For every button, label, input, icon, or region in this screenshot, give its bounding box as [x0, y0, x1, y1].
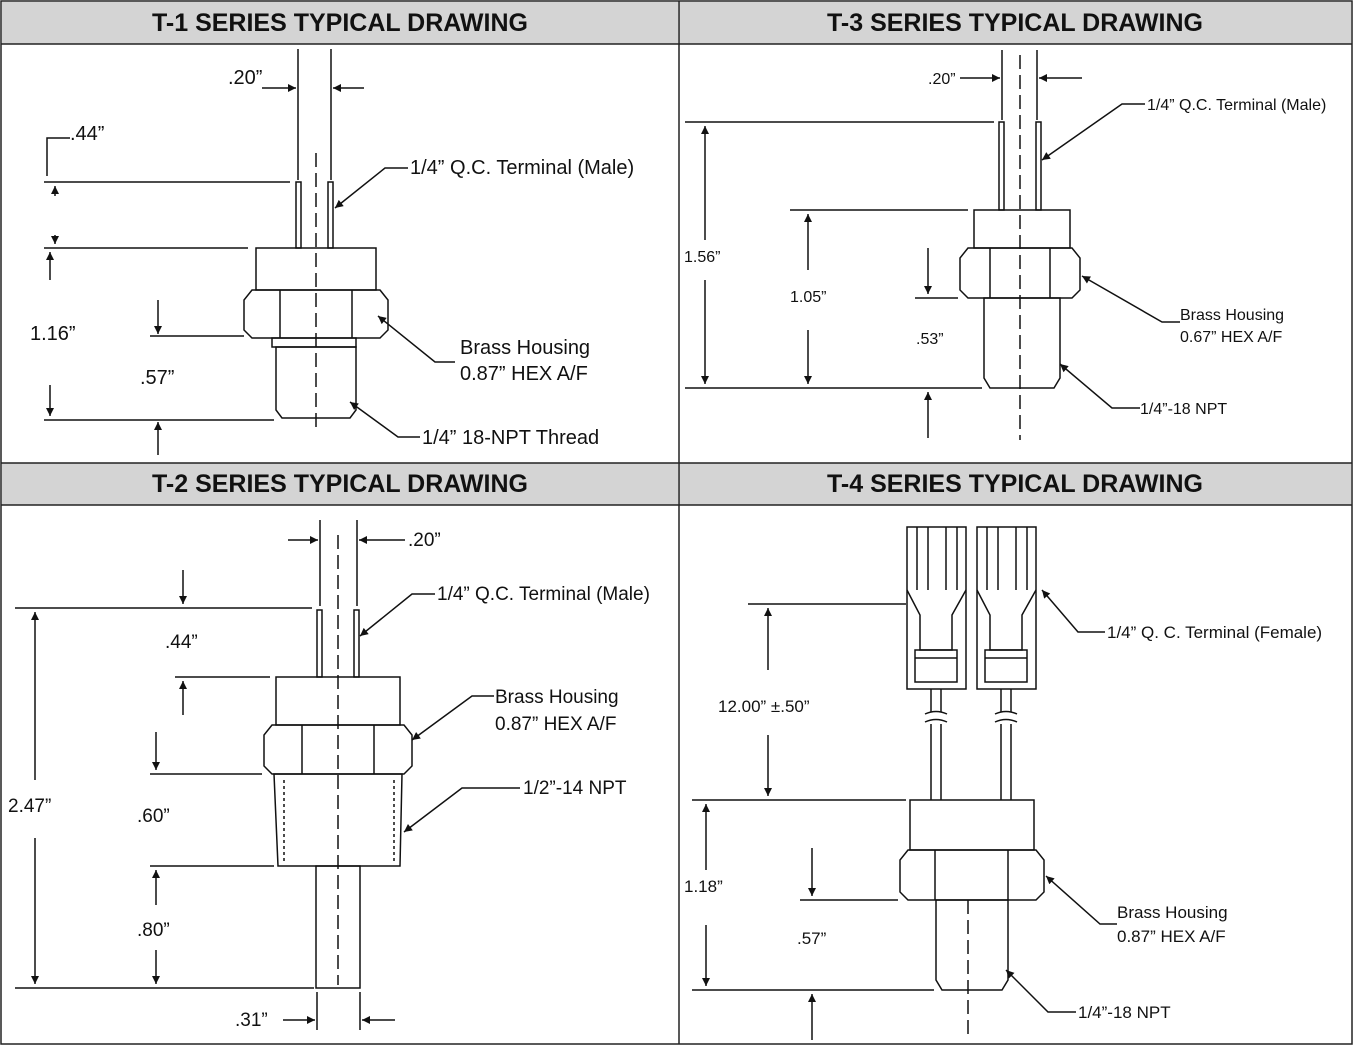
t4-drawing — [692, 526, 1117, 1040]
t1-pin-right — [327, 181, 334, 249]
t3-housing-label-2: 0.67” HEX A/F — [1180, 329, 1282, 346]
t3-pin-gap-label: .20” — [928, 71, 956, 88]
t3-thread-label: 1/4”-18 NPT — [1140, 401, 1227, 418]
t3-housing-label-1: Brass Housing — [1180, 307, 1284, 324]
t1-labels: .20” .44” 1.16” .57” 1/4” Q.C. Terminal … — [30, 67, 634, 449]
t1-drawing — [44, 49, 455, 455]
t4-panel-title: T-4 SERIES TYPICAL DRAWING — [679, 463, 1351, 505]
t4-housing-label-1: Brass Housing — [1117, 903, 1228, 922]
t3-thread-length-label: .53” — [916, 331, 944, 348]
t4-thread — [935, 899, 1009, 991]
t2-terminal-label: 1/4” Q.C. Terminal (Male) — [437, 584, 650, 605]
t1-pin-left — [295, 181, 302, 249]
t4-labels: 1/4” Q. C. Terminal (Female) 12.00” ±.50… — [684, 623, 1322, 1022]
t1-panel-title: T-1 SERIES TYPICAL DRAWING — [2, 2, 678, 44]
t1-housing-label-1: Brass Housing — [460, 337, 590, 359]
t1-terminal-label: 1/4” Q.C. Terminal (Male) — [410, 157, 634, 179]
t4-thread-length-label: .57” — [797, 929, 827, 948]
t3-hex-nut — [959, 247, 1081, 299]
t3-body-label: 1.05” — [790, 289, 826, 306]
t2-housing-label-2: 0.87” HEX A/F — [495, 714, 616, 735]
t4-terminal-right — [976, 526, 1037, 690]
t3-thread — [983, 297, 1061, 389]
t4-overall-label: 1.18” — [684, 877, 723, 896]
t1-pin-gap-label: .20” — [228, 67, 262, 89]
t1-pin-length-label: .44” — [70, 123, 104, 145]
t2-labels: .20” 1/4” Q.C. Terminal (Male) .44” Bras… — [8, 530, 650, 1031]
t4-lead-wires — [924, 689, 1018, 800]
t3-overall-label: 1.56” — [684, 249, 720, 266]
t4-hex-nut — [899, 849, 1045, 901]
t2-housing-label-1: Brass Housing — [495, 687, 619, 708]
t4-terminal-left — [906, 526, 967, 690]
t2-pin-length-label: .44” — [165, 632, 198, 653]
t2-probe-length-label: .80” — [137, 920, 170, 941]
t3-labels: .20” 1/4” Q.C. Terminal (Male) 1.56” 1.0… — [684, 71, 1326, 418]
t2-thread-length-label: .60” — [137, 806, 170, 827]
t2-panel-title: T-2 SERIES TYPICAL DRAWING — [2, 463, 678, 505]
t2-pin-right — [353, 609, 360, 678]
t4-body — [909, 799, 1035, 851]
t2-probe — [315, 865, 361, 989]
t4-lead-label: 12.00” ±.50” — [718, 697, 810, 716]
t2-hex-nut — [263, 724, 413, 775]
t4-terminal-label: 1/4” Q. C. Terminal (Female) — [1107, 623, 1322, 642]
t4-thread-label: 1/4”-18 NPT — [1078, 1003, 1171, 1022]
t2-drawing — [15, 520, 520, 1030]
t1-hex-nut — [243, 289, 389, 339]
t3-pin-left — [998, 121, 1005, 211]
t2-thread — [273, 773, 403, 867]
t1-collar — [271, 337, 357, 348]
t1-thread — [275, 346, 357, 419]
t2-thread-label: 1/2”-14 NPT — [523, 778, 627, 799]
t4-housing-label-2: 0.87” HEX A/F — [1117, 927, 1226, 946]
t2-overall-label: 2.47” — [8, 796, 51, 817]
t3-pin-right — [1035, 121, 1042, 211]
t1-thread-label: 1/4” 18-NPT Thread — [422, 427, 599, 449]
t1-thread-length-label: .57” — [140, 367, 174, 389]
t3-terminal-label: 1/4” Q.C. Terminal (Male) — [1147, 97, 1326, 114]
t2-probe-dia-label: .31” — [235, 1010, 268, 1031]
t2-pin-gap-label: .20” — [408, 530, 441, 551]
t3-panel-title: T-3 SERIES TYPICAL DRAWING — [679, 2, 1351, 44]
t1-housing-label-2: 0.87” HEX A/F — [460, 363, 588, 385]
t3-drawing — [685, 50, 1180, 440]
t2-pin-left — [316, 609, 323, 678]
t1-overall-label: 1.16” — [30, 323, 76, 345]
t3-body — [973, 209, 1071, 249]
